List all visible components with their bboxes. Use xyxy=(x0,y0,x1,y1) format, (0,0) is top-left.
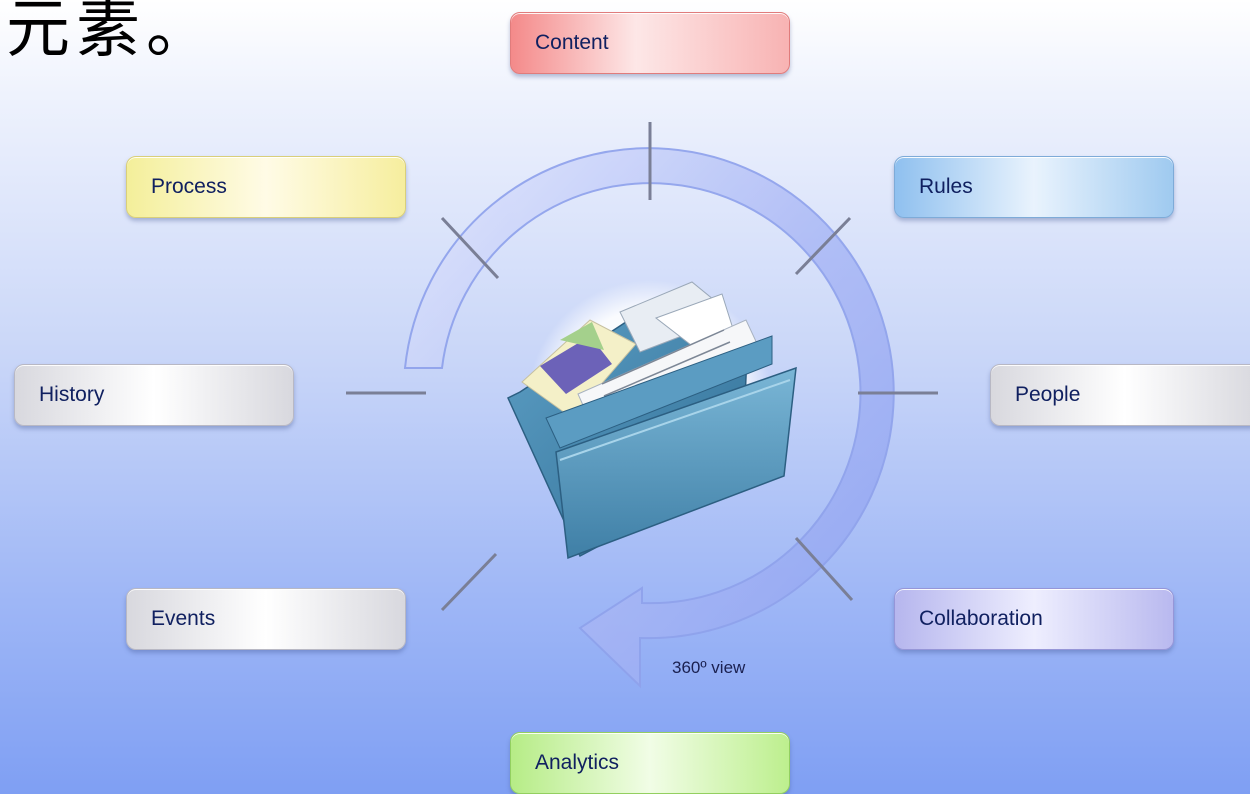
tick-top-right xyxy=(794,216,852,276)
tick-bottom-left xyxy=(440,552,498,612)
node-content-label: Content xyxy=(535,31,609,54)
node-rules-label: Rules xyxy=(919,175,973,198)
node-rules[interactable]: Rules xyxy=(894,156,1174,218)
node-content[interactable]: Content xyxy=(510,12,790,74)
node-history-label: History xyxy=(39,383,105,406)
node-people-label: People xyxy=(1015,383,1081,406)
tick-bottom-right xyxy=(794,536,854,602)
tick-marks xyxy=(346,122,938,612)
cycle-caption: 360º view xyxy=(672,658,746,677)
node-people[interactable]: People xyxy=(990,364,1250,426)
node-events[interactable]: Events xyxy=(126,588,406,650)
cycle-arrow-icon xyxy=(403,147,895,689)
node-process-label: Process xyxy=(151,175,227,198)
slide-heading: 元素。 xyxy=(6,0,216,67)
folder-icon xyxy=(507,280,797,560)
node-events-label: Events xyxy=(151,607,216,630)
node-analytics[interactable]: Analytics xyxy=(510,732,790,794)
node-collaboration[interactable]: Collaboration xyxy=(894,588,1174,650)
node-history[interactable]: History xyxy=(14,364,294,426)
cycle-arrow-band xyxy=(403,147,895,689)
node-analytics-label: Analytics xyxy=(535,751,620,774)
tick-top-left xyxy=(440,216,500,280)
node-collaboration-label: Collaboration xyxy=(919,607,1043,630)
node-process[interactable]: Process xyxy=(126,156,406,218)
